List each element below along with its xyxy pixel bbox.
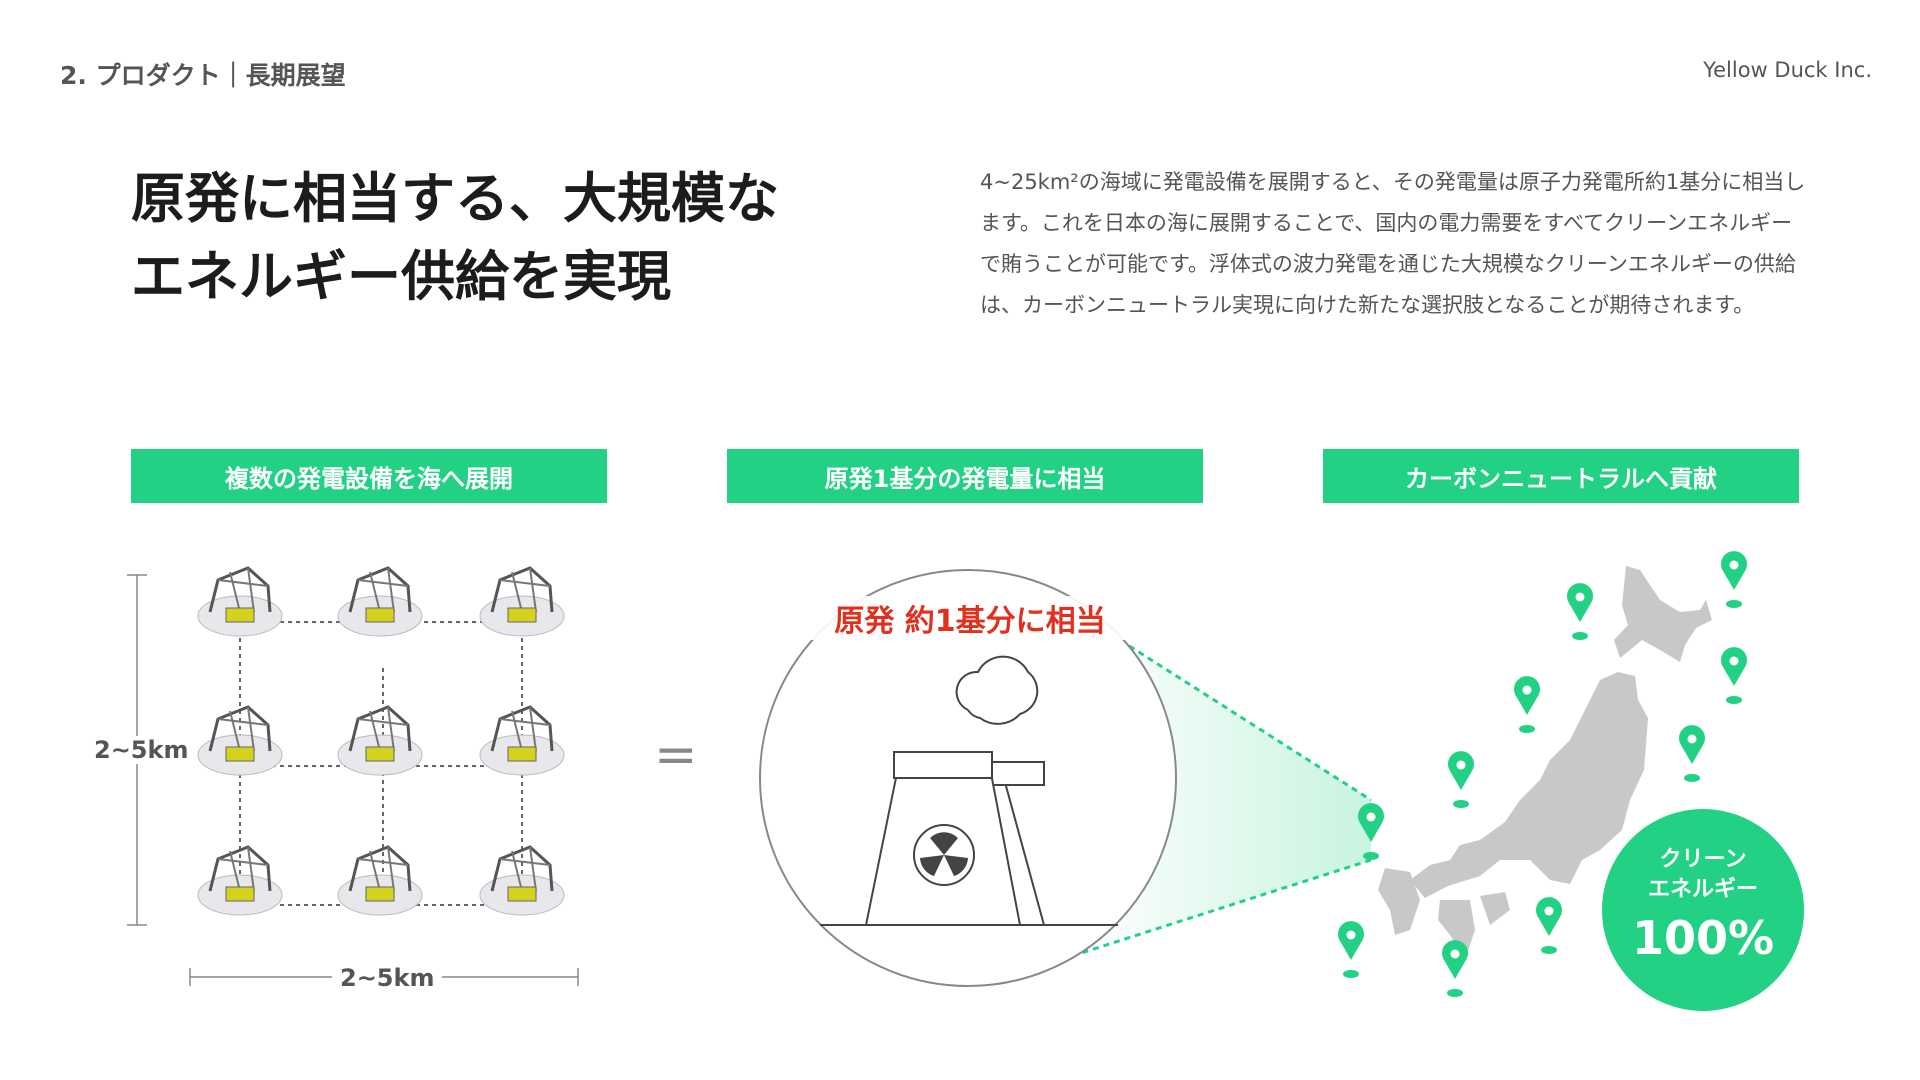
heading-equivalent: 原発1基分の発電量に相当 [727, 449, 1203, 503]
title-line-2: エネルギー供給を実現 [131, 245, 671, 308]
badge-line-2: エネルギー [1647, 877, 1758, 902]
heading-deploy: 複数の発電設備を海へ展開 [131, 449, 607, 503]
dimension-vertical-label: 2~5km [86, 736, 197, 764]
wave-device-icon [479, 705, 565, 776]
wave-device-icon [479, 566, 565, 637]
page-title: 原発に相当する、大規模な エネルギー供給を実現 [131, 160, 779, 316]
badge-line-1: クリーン [1659, 847, 1747, 872]
location-pins [1338, 551, 1747, 997]
map-pin-icon [1679, 725, 1705, 782]
wave-device-icon [197, 705, 283, 776]
clean-energy-badge: クリーン エネルギー 100% [1602, 809, 1804, 1011]
wave-device-icon [337, 705, 423, 776]
wave-power-devices [197, 566, 565, 916]
brand-name: Yellow Duck Inc. [1703, 58, 1872, 82]
equals-sign: = [646, 725, 706, 785]
map-pin-icon [1338, 921, 1365, 978]
focus-cone-lines [1074, 638, 1372, 957]
map-pin-icon [1567, 583, 1593, 640]
map-pin-icon [1513, 676, 1540, 733]
badge-value: 100% [1631, 911, 1775, 965]
wave-device-icon [337, 566, 423, 637]
callout-text: 原発 約1基分に相当 [800, 596, 1140, 640]
dimension-horizontal-label: 2~5km [332, 964, 443, 992]
map-pin-icon [1721, 551, 1747, 608]
map-pin-icon [1357, 803, 1384, 860]
power-plant-icon [820, 655, 1118, 926]
map-pin-icon [1536, 897, 1562, 954]
wave-device-icon [337, 845, 423, 916]
japan-map [1378, 566, 1712, 960]
title-line-1: 原発に相当する、大規模な [131, 167, 779, 230]
heading-carbon-neutral: カーボンニュートラルへ貢献 [1323, 449, 1799, 503]
section-breadcrumb: 2. プロダクト｜長期展望 [60, 61, 346, 90]
map-pin-icon [1448, 751, 1474, 808]
wave-device-icon [197, 845, 283, 916]
map-pin-icon [1442, 940, 1468, 997]
wave-device-icon [479, 845, 565, 916]
map-pin-icon [1721, 647, 1747, 704]
wave-device-icon [197, 566, 283, 637]
description-text: 4~25km²の海域に発電設備を展開すると、その発電量は原子力発電所約1基分に相… [980, 170, 1806, 317]
dimension-lines [127, 574, 579, 986]
